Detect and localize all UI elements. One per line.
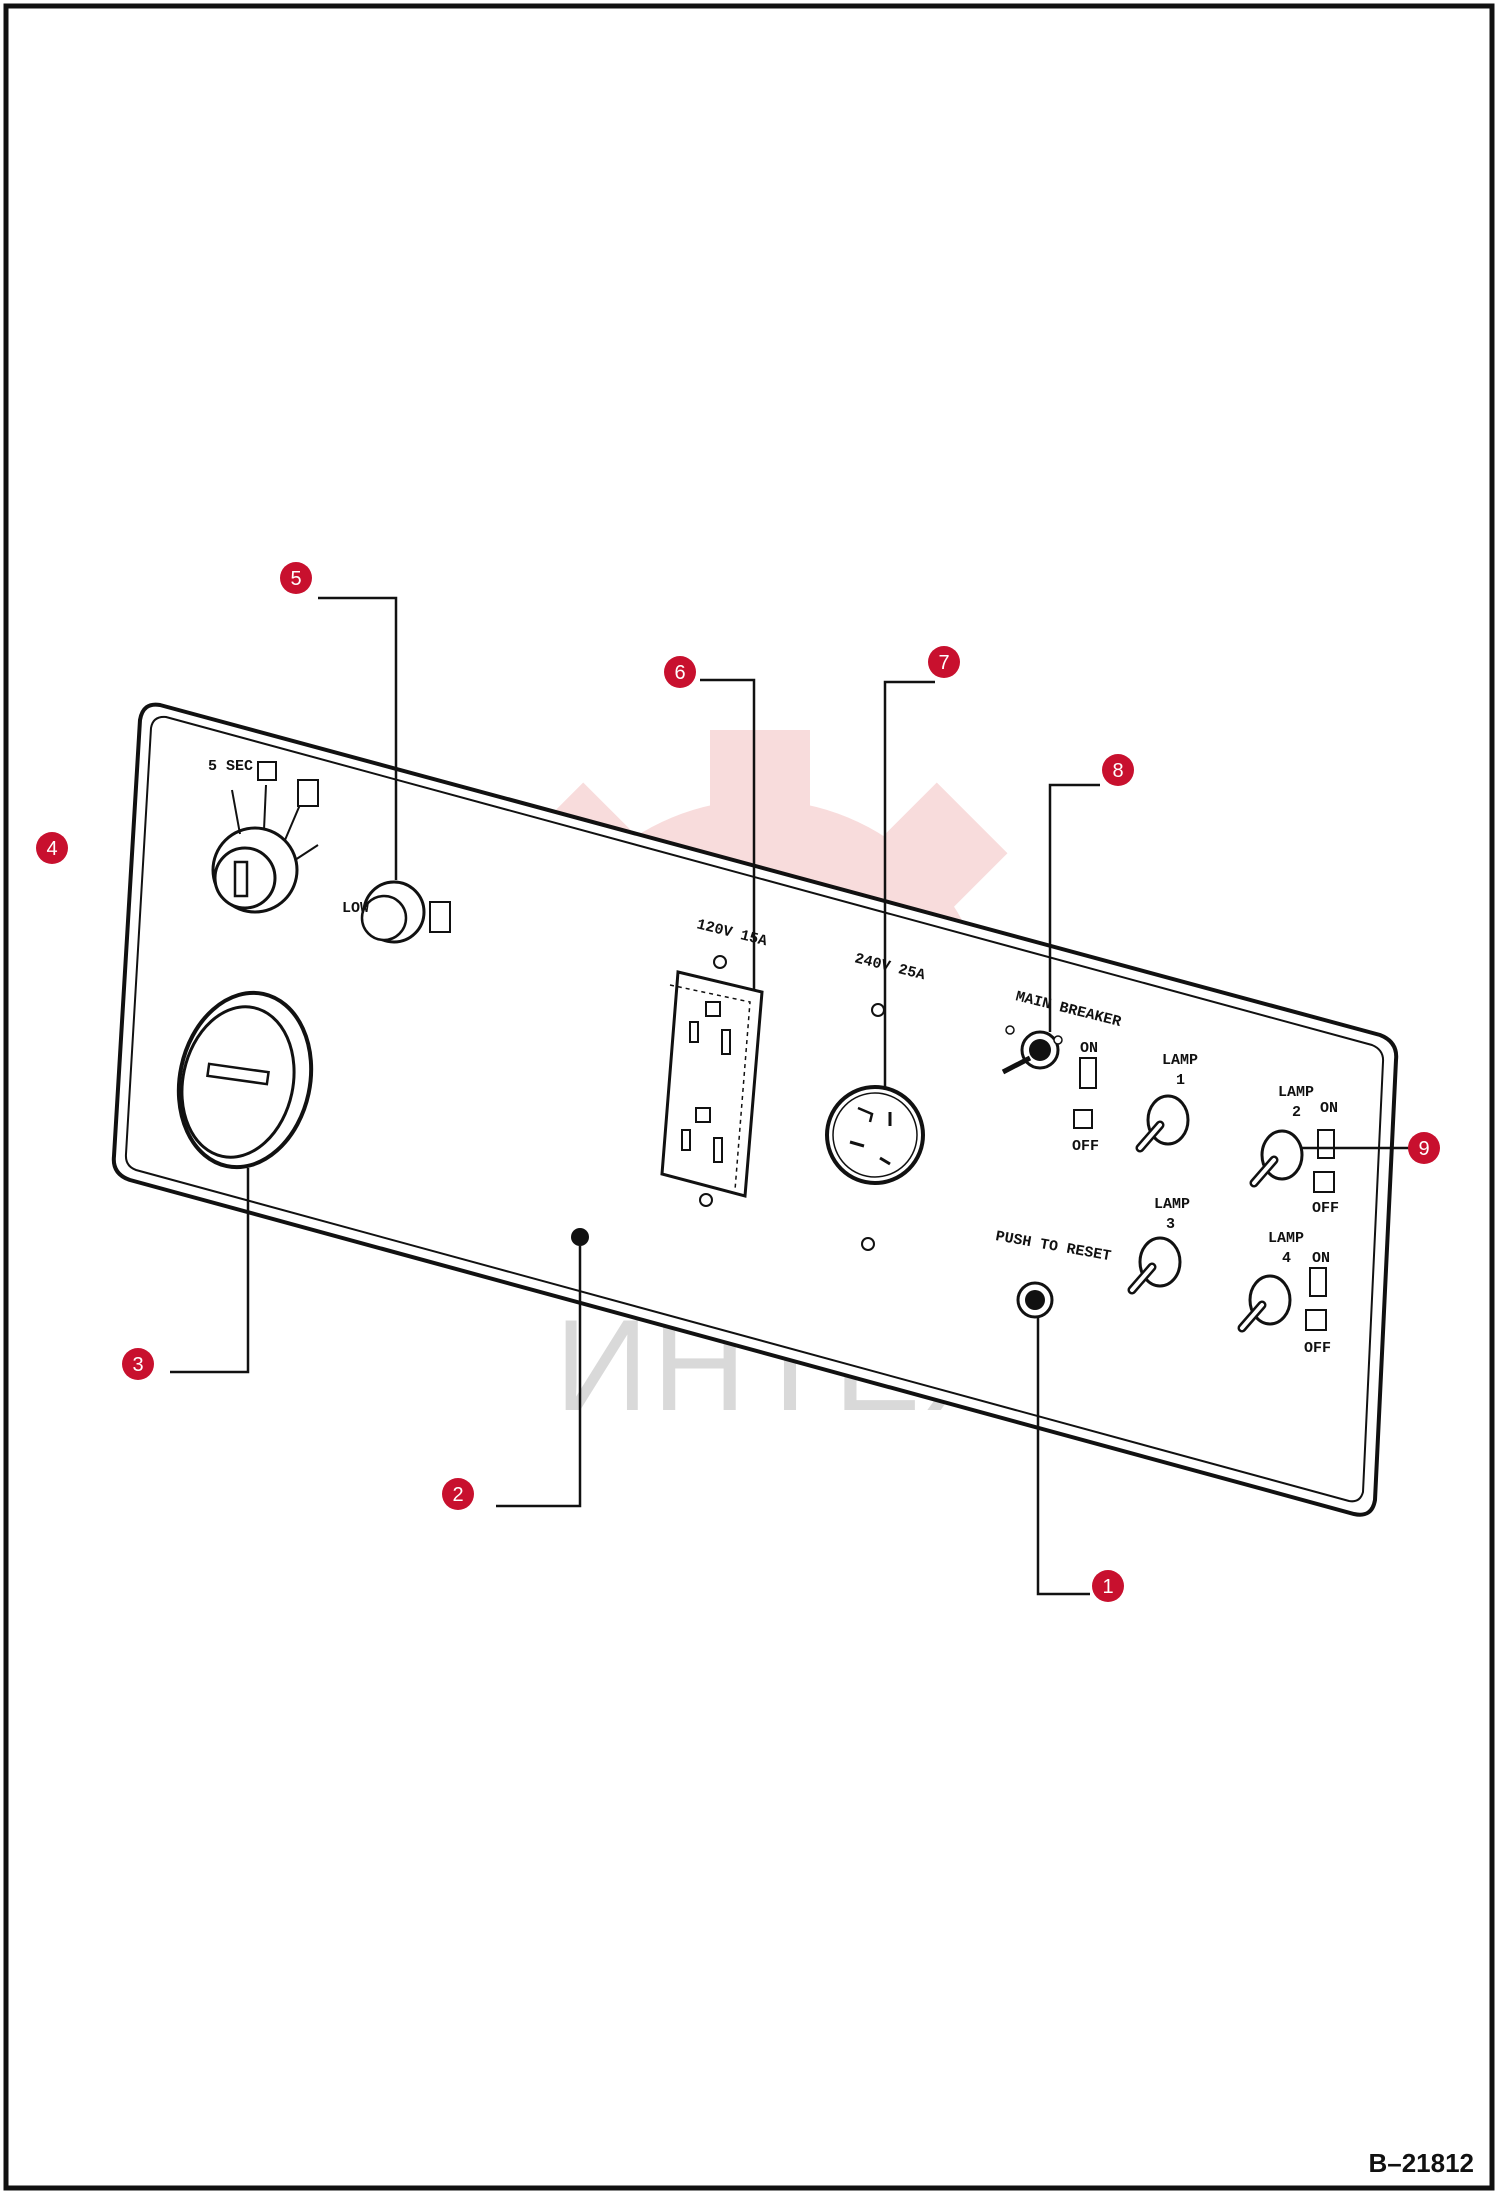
label-breaker-on: ON bbox=[1080, 1040, 1098, 1057]
callout-6-number: 6 bbox=[674, 662, 685, 684]
label-lamp-4-number: 4 bbox=[1282, 1250, 1291, 1267]
lamp-3-toggle-switch bbox=[1127, 1236, 1182, 1295]
callout-7: 7 bbox=[928, 646, 960, 678]
leader-line-1 bbox=[1036, 1318, 1090, 1596]
lamp-1-toggle-switch bbox=[1135, 1094, 1190, 1153]
timer-selector-knob bbox=[211, 761, 319, 914]
callout-6: 6 bbox=[664, 656, 696, 688]
hour-meter bbox=[176, 990, 314, 1170]
panel-hole bbox=[571, 1228, 589, 1246]
label-lamp-1-number: 1 bbox=[1176, 1072, 1185, 1089]
callout-1-number: 1 bbox=[1102, 1576, 1113, 1598]
low-oil-lamp bbox=[360, 880, 451, 944]
leader-line-3 bbox=[170, 1168, 250, 1374]
callout-4-number: 4 bbox=[46, 838, 57, 860]
label-lamp-2-number: 2 bbox=[1292, 1104, 1301, 1121]
callout-9-number: 9 bbox=[1418, 1138, 1429, 1160]
label-lamp-2-off: OFF bbox=[1312, 1200, 1339, 1217]
label-lamp-2: LAMP bbox=[1278, 1084, 1314, 1101]
callout-5-number: 5 bbox=[290, 568, 301, 590]
main-breaker bbox=[1001, 1025, 1097, 1129]
label-5-sec: 5 SEC bbox=[208, 758, 253, 775]
callout-3: 3 bbox=[122, 1348, 154, 1380]
callout-4: 4 bbox=[36, 832, 68, 864]
label-lamp-4-on: ON bbox=[1312, 1250, 1330, 1267]
label-lamp-3-number: 3 bbox=[1166, 1216, 1175, 1233]
leader-line-6 bbox=[700, 678, 756, 990]
leader-line-7 bbox=[883, 680, 935, 1090]
drawing-id: B–21812 bbox=[1368, 2148, 1474, 2178]
leader-line-8 bbox=[1048, 783, 1100, 1032]
control-panel-inner-edge bbox=[124, 715, 1385, 1503]
callout-3-number: 3 bbox=[132, 1354, 143, 1376]
callout-7-number: 7 bbox=[938, 652, 949, 674]
callout-1: 1 bbox=[1092, 1570, 1124, 1602]
callout-5: 5 bbox=[280, 562, 312, 594]
page-border bbox=[3, 3, 1495, 2191]
lamp-4-toggle-switch bbox=[1237, 1267, 1327, 1333]
label-breaker-off: OFF bbox=[1072, 1138, 1099, 1155]
leader-line-2 bbox=[496, 1246, 582, 1508]
240v-receptacle bbox=[825, 1003, 925, 1251]
120v-receptacle bbox=[660, 955, 764, 1207]
label-lamp-2-on: ON bbox=[1320, 1100, 1338, 1117]
label-lamp-4-off: OFF bbox=[1304, 1340, 1331, 1357]
leader-line-5 bbox=[318, 596, 398, 880]
reset-button bbox=[1016, 1281, 1054, 1319]
callout-9: 9 bbox=[1408, 1132, 1440, 1164]
callout-8-number: 8 bbox=[1112, 760, 1123, 782]
callout-2-number: 2 bbox=[452, 1484, 463, 1506]
label-lamp-3: LAMP bbox=[1154, 1196, 1190, 1213]
leader-lines bbox=[170, 596, 1412, 1596]
label-lamp-1: LAMP bbox=[1162, 1052, 1198, 1069]
label-lamp-4: LAMP bbox=[1268, 1230, 1304, 1247]
callout-2: 2 bbox=[442, 1478, 474, 1510]
lamp-2-toggle-switch bbox=[1249, 1129, 1335, 1193]
callout-8: 8 bbox=[1102, 754, 1134, 786]
label-low: LOW bbox=[342, 900, 369, 917]
